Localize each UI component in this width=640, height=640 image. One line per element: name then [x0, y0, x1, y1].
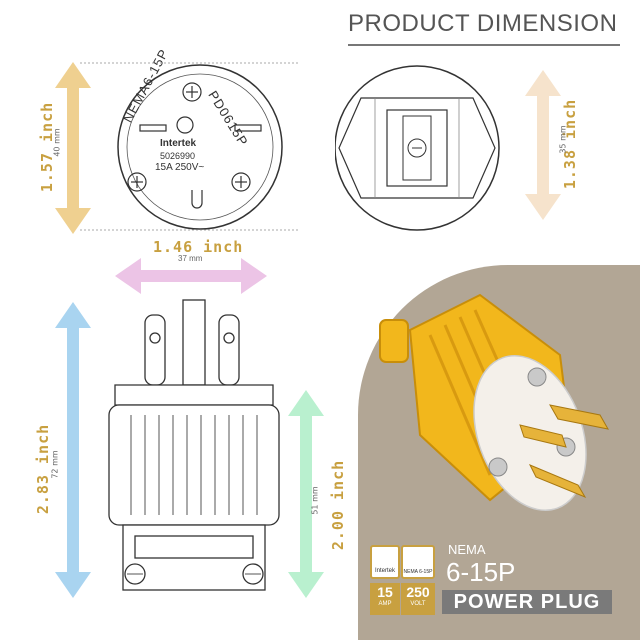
standard-label: NEMA: [448, 542, 486, 557]
front-width-inch: 1.46 inch: [153, 238, 244, 256]
plug-front-drawing: [108, 299, 280, 591]
face-height-mm: 40 mm: [52, 128, 62, 157]
page-title: PRODUCT DIMENSION: [348, 10, 618, 37]
side-height-arrow: [525, 70, 561, 220]
front-width-arrow: [115, 258, 267, 294]
total-height-mm: 72 mm: [50, 450, 60, 479]
plug-face-drawing: [117, 64, 283, 230]
face-guide-lines: [80, 62, 300, 231]
title-underline: [348, 44, 620, 46]
total-height-arrow: [55, 302, 91, 598]
face-height-arrow: [55, 62, 91, 234]
nema-badge: NEMA 6-15P: [401, 545, 435, 579]
amp-value: 15: [377, 584, 393, 600]
volt-value: 250: [406, 584, 430, 600]
body-height-mm: 51 mm: [310, 486, 320, 515]
cert-badge: Intertek: [370, 545, 400, 579]
body-height-inch: 2.00 inch: [329, 459, 347, 551]
plug-product-image: [379, 293, 609, 512]
total-height-inch: 2.83 inch: [34, 423, 52, 515]
side-height-mm: 35 mm: [558, 125, 568, 154]
plug-side-drawing: [335, 65, 500, 231]
face-brand: Intertek: [160, 138, 197, 149]
model-label: 6-15P: [446, 557, 516, 587]
front-width-mm: 37 mm: [178, 254, 203, 263]
type-label: POWER PLUG: [442, 590, 612, 614]
volt-unit: VOLT: [410, 601, 426, 607]
face-rating: 15A 250V~: [155, 162, 205, 173]
body-height-arrow: [288, 390, 324, 598]
face-code: 5026990: [160, 151, 196, 161]
amp-unit: AMP: [378, 601, 392, 607]
